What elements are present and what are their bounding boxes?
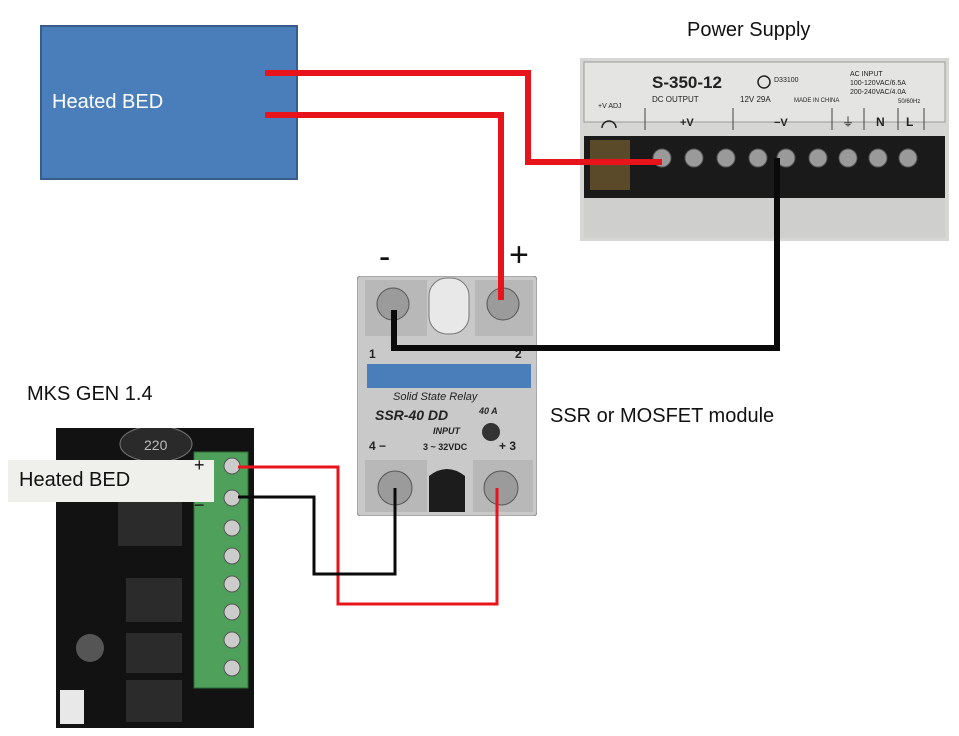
ssr-current: 40 A [478, 406, 498, 416]
psu-terminal-l: L [906, 115, 913, 129]
psu-ac-input-title: AC INPUT [850, 71, 883, 78]
ssr-caption: SSR or MOSFET module [550, 405, 775, 427]
ssr-pin2: 2 [515, 347, 522, 361]
ssr-name: Solid State Relay [393, 391, 479, 403]
power-supply: S-350-12 D33100 DC OUTPUT 12V 29A MADE I… [580, 58, 949, 241]
ssr-plus-label: + [509, 236, 529, 274]
ssr-model: SSR-40 DD [375, 407, 448, 423]
psu-cert: D33100 [774, 77, 799, 84]
red-wire-bed-to-ssr [265, 112, 504, 300]
board-plus-label: + [194, 455, 205, 475]
power-supply-graphic: S-350-12 D33100 DC OUTPUT 12V 29A MADE I… [580, 58, 949, 241]
red-wire-board-to-ssr [238, 465, 499, 606]
heated-bed-label: Heated BED [52, 91, 164, 113]
psu-terminal-plus-v: +V [680, 117, 694, 129]
ssr-input-label: INPUT [433, 426, 462, 436]
board-title: MKS GEN 1.4 [27, 383, 153, 405]
psu-terminal-ground: ⏚ [842, 115, 854, 129]
board-heated-bed-label: Heated BED [19, 469, 131, 491]
ssr-pin3: + 3 [499, 439, 516, 453]
psu-frequency: 50/60Hz [898, 99, 920, 105]
adjust-pot-icon [601, 120, 617, 129]
black-wire-ssr-to-psu [391, 158, 780, 351]
black-wire-board-to-ssr [238, 488, 397, 576]
psu-output-rating: 12V 29A [740, 95, 771, 104]
ssr-pin4: 4 − [369, 439, 386, 453]
psu-output-label: DC OUTPUT [652, 95, 699, 104]
psu-ac-input-line2: 200-240VAC/4.0A [850, 89, 906, 96]
cert-mark-icon [757, 75, 771, 89]
board-minus-label: − [194, 495, 205, 515]
red-wire-bed-to-psu [265, 70, 662, 165]
heated-bed-box: Heated BED [40, 25, 298, 180]
board-chip-label: 220 [144, 437, 168, 453]
psu-vadj: +V ADJ [598, 103, 622, 110]
board-terminals [223, 457, 241, 677]
ssr-graphic: 1 2 Solid State Relay SSR-40 DD 40 A INP… [357, 276, 537, 516]
psu-made-in: MADE IN CHINA [794, 98, 839, 104]
ssr-indicator-led [482, 423, 500, 441]
psu-terminal-n: N [876, 115, 885, 129]
psu-ac-input-line1: 100-120VAC/6.5A [850, 80, 906, 87]
ssr-module: 1 2 Solid State Relay SSR-40 DD 40 A INP… [357, 276, 537, 516]
ssr-pin1: 1 [369, 347, 376, 361]
power-supply-title: Power Supply [687, 19, 811, 41]
board-heated-bed-tag: Heated BED [8, 460, 214, 502]
psu-model: S-350-12 [652, 73, 722, 92]
ssr-minus-label: - [379, 238, 391, 276]
ssr-input-range: 3 ~ 32VDC [423, 442, 468, 452]
psu-terminal-minus-v: −V [774, 117, 788, 129]
